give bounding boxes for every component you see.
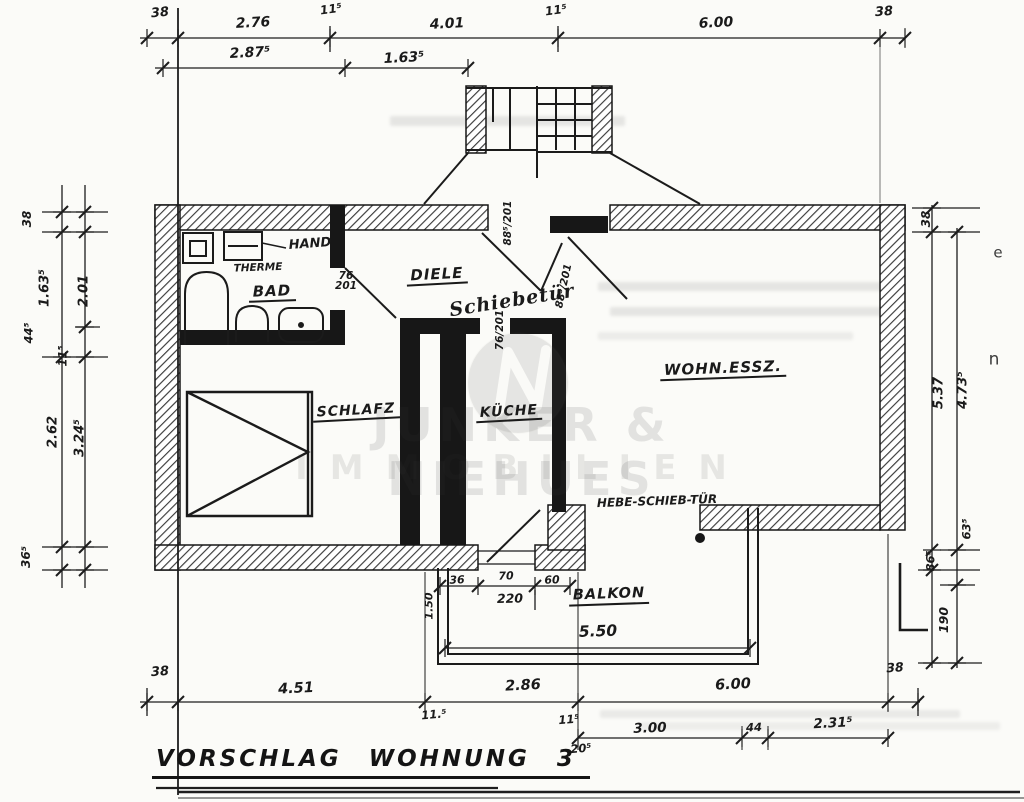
outer-walls: [154, 85, 906, 571]
door-size-bad: 76 201: [335, 270, 357, 292]
dim-top-115-a: 11⁵: [319, 0, 343, 18]
dim-left-38: 38: [20, 210, 34, 228]
dim-balkon-220: 220: [496, 590, 524, 606]
scan-bleed-text: [390, 116, 625, 126]
dim-left-365: 36⁵: [19, 546, 33, 568]
scan-bleed-text: [598, 332, 853, 340]
page-title: VORSCHLAG WOHNUNG 3: [152, 746, 590, 779]
dim-balkon-150: 1.50: [422, 592, 436, 620]
dim-top-276: 2.76: [235, 14, 271, 32]
scan-bleed-text: [610, 307, 890, 316]
dim-bottom-300: 3.00: [633, 719, 667, 737]
dim-top-2875: 2.87⁵: [229, 43, 271, 63]
dim-left-3245: 3.24⁵: [72, 419, 88, 457]
dim-balkon-550: 5.50: [578, 621, 618, 641]
dim-right-38: 38: [919, 210, 933, 228]
dim-right-865: 86⁵: [923, 550, 938, 572]
dim-balkon-36: 36: [449, 573, 465, 587]
dim-bottom-600: 6.00: [714, 675, 752, 694]
scan-bleed-text: [598, 282, 898, 291]
dim-right-537: 5.37: [931, 376, 947, 410]
watermark-logo: [468, 333, 568, 433]
fixture-label-therme: THERME: [233, 260, 283, 275]
dim-top-1635: 1.63⁵: [383, 48, 425, 68]
dim-top-600: 6.00: [698, 14, 734, 32]
room-label-balkon: BALKON: [568, 585, 650, 607]
dimension-lines: [42, 8, 1024, 799]
dim-left-445: 44⁵: [21, 322, 36, 344]
fixture-label-hand: HAND: [288, 235, 332, 253]
dim-bottom-38-left: 38: [150, 663, 170, 681]
dim-top-38-right: 38: [874, 3, 894, 21]
scan-artifact-n: n: [988, 349, 1000, 370]
door-size-eingang-1: 88⁵/201: [501, 200, 514, 246]
dim-bottom-115-a: 11.⁵: [420, 706, 448, 723]
dim-left-1635: 1.63⁵: [37, 269, 53, 307]
dim-bottom-451: 4.51: [277, 679, 315, 698]
dim-top-401: 4.01: [429, 15, 465, 33]
room-label-bad: BAD: [248, 281, 296, 303]
door-size-kueche: 76/201: [493, 309, 506, 351]
scan-artifact-e: e: [993, 243, 1003, 262]
dim-right-635: 63⁵: [959, 518, 974, 540]
dim-bottom-44: 44: [745, 719, 763, 735]
dim-right-4735: 4.73⁵: [955, 371, 971, 409]
dim-left-201: 2.01: [76, 274, 92, 308]
dim-balkon-60: 60: [544, 573, 560, 587]
dim-bottom-286: 2.86: [504, 676, 542, 695]
dim-left-115: 11⁵: [55, 345, 70, 367]
dim-top-38-left: 38: [150, 4, 170, 22]
dim-bottom-38-right: 38: [885, 659, 905, 676]
dim-bottom-115-b: 11⁵: [557, 711, 581, 728]
dim-balkon-70: 70: [498, 569, 514, 583]
dim-right-190: 190: [935, 606, 951, 634]
plan-linework: [182, 86, 928, 665]
dim-top-115-b: 11⁵: [544, 1, 568, 19]
room-label-kueche: KÜCHE: [475, 402, 543, 424]
scan-bleed-text: [600, 710, 960, 718]
scan-bleed-text: [640, 722, 1000, 730]
dim-bottom-2315: 2.31⁵: [812, 714, 853, 733]
room-label-diele: DIELE: [406, 264, 468, 287]
dim-left-262: 2.62: [45, 415, 61, 449]
interior-walls: [180, 205, 608, 545]
